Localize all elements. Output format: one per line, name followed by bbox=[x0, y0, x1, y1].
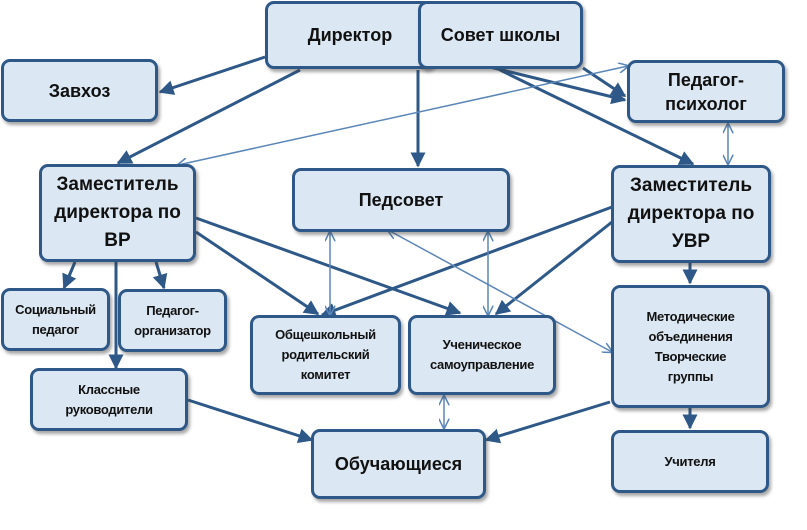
edge-methodical-students bbox=[484, 400, 611, 444]
edge-deputy-uvr-students-gov bbox=[494, 220, 613, 316]
node-organizer-label: Педагог- организатор bbox=[134, 302, 211, 338]
node-director: Директор bbox=[265, 1, 435, 69]
edge-psychologist-deputy-vr bbox=[178, 66, 628, 165]
edge-pedsovet-methodical bbox=[388, 230, 612, 352]
node-class-teachers-label: Классные руководители bbox=[65, 381, 153, 417]
node-pedsovet: Педсовет bbox=[292, 168, 510, 232]
node-methodical-label: Методические объединения Творческие груп… bbox=[646, 308, 735, 384]
node-social-teacher-label: Социальный педагог bbox=[15, 301, 96, 337]
node-zavkhoz: Завхоз bbox=[1, 59, 158, 122]
node-deputy-vr: Заместитель директора по ВР bbox=[39, 164, 196, 262]
node-teachers-label: Учителя bbox=[664, 453, 716, 469]
node-organizer: Педагог- организатор bbox=[118, 289, 227, 352]
node-parent-committee: Общешкольный родительский комитет bbox=[250, 315, 401, 395]
node-students: Обучающиеся bbox=[311, 429, 486, 499]
node-deputy-vr-label: Заместитель директора по ВР bbox=[54, 174, 181, 251]
node-parent-committee-label: Общешкольный родительский комитет bbox=[275, 327, 376, 382]
node-student-government: Ученическое самоуправление bbox=[408, 315, 556, 395]
edge-deputy-vr-parents bbox=[195, 230, 320, 316]
node-methodical: Методические объединения Творческие груп… bbox=[611, 285, 770, 408]
node-student-government-label: Ученическое самоуправление bbox=[429, 337, 535, 372]
node-social-teacher: Социальный педагог bbox=[1, 288, 110, 351]
node-students-label: Обучающиеся bbox=[334, 454, 463, 474]
node-council: Совет школы bbox=[418, 1, 583, 69]
edge-class-teachers-students bbox=[187, 398, 314, 443]
edge-deputy-vr-students-gov bbox=[195, 216, 462, 316]
node-psychologist-label: Педагог- психолог bbox=[665, 69, 747, 114]
node-council-label: Совет школы bbox=[440, 25, 561, 45]
node-psychologist: Педагог- психолог bbox=[627, 60, 785, 123]
node-pedsovet-label: Педсовет bbox=[358, 190, 444, 210]
node-class-teachers: Классные руководители bbox=[30, 368, 188, 431]
edge-director-zavkhoz bbox=[158, 55, 266, 95]
node-zavkhoz-label: Завхоз bbox=[48, 80, 111, 101]
edge-deputy-vr-social bbox=[62, 261, 77, 290]
node-deputy-uvr: Заместитель директора по УВР bbox=[611, 165, 771, 263]
edge-deputy-vr-organizer bbox=[152, 261, 168, 290]
node-deputy-uvr-label: Заместитель директора по УВР bbox=[627, 175, 755, 252]
node-director-label: Директор bbox=[307, 25, 393, 45]
node-teachers: Учителя bbox=[611, 430, 769, 493]
